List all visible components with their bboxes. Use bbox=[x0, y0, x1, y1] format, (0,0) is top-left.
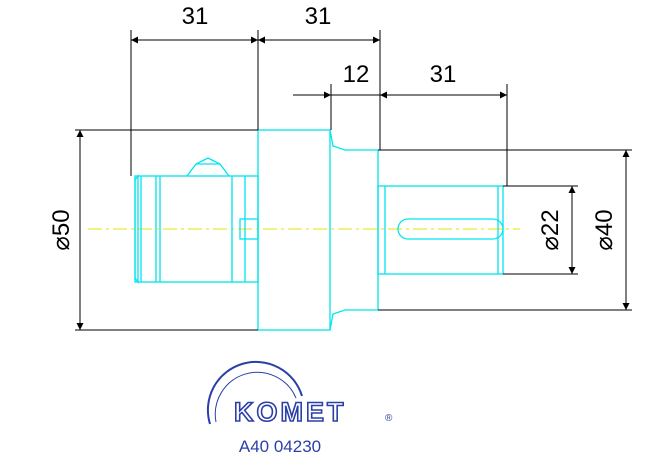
komet-logo: KOMET ® bbox=[206, 360, 393, 428]
dimension-lines bbox=[75, 30, 632, 331]
part-number: A40 04230 bbox=[238, 437, 322, 456]
logo-text: KOMET bbox=[234, 397, 347, 427]
dim-dia-flange: ⌀50 bbox=[48, 209, 75, 250]
dim-mid-right: 31 bbox=[430, 61, 457, 88]
registered-mark: ® bbox=[385, 413, 393, 424]
dim-top-left: 31 bbox=[182, 3, 209, 30]
dim-dia-body: ⌀40 bbox=[591, 209, 618, 250]
part-outline bbox=[134, 129, 504, 331]
dim-dia-shank: ⌀22 bbox=[537, 209, 564, 250]
dim-top-right: 31 bbox=[305, 3, 332, 30]
dim-mid-left: 12 bbox=[343, 61, 370, 88]
